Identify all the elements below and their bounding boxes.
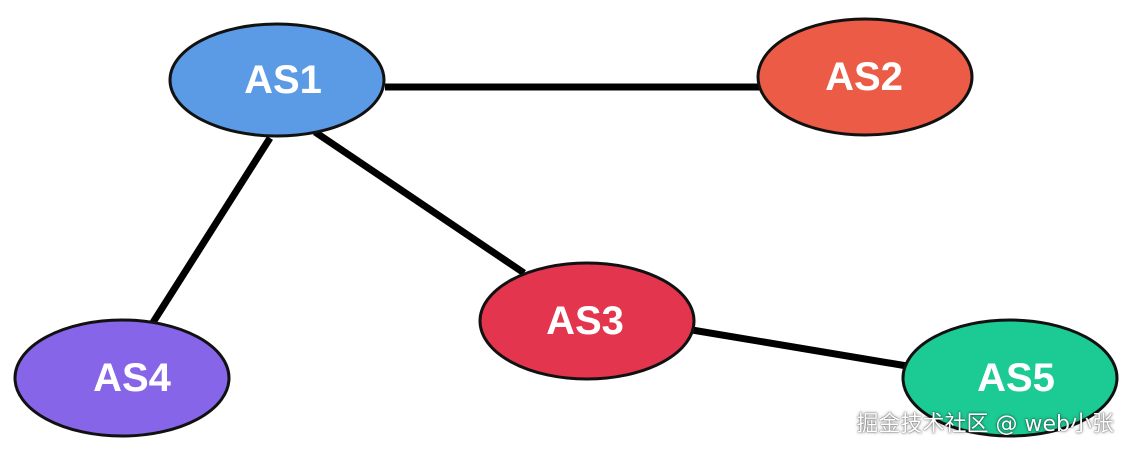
edge-as3-as5 (691, 326, 908, 370)
node-as3-shape (478, 261, 696, 381)
node-as3: AS3 (478, 261, 696, 381)
node-as1: AS1 (168, 22, 386, 138)
node-as3-label: AS3 (546, 299, 624, 343)
node-as4-shape (13, 318, 231, 438)
watermark-text: 掘金技术社区 @ web小张 (856, 412, 1114, 437)
edge-as1-as4 (149, 136, 273, 326)
edge-as1-as3 (313, 129, 526, 276)
node-as2: AS2 (756, 17, 974, 137)
node-as2-label: AS2 (825, 55, 903, 99)
node-as1-shape (168, 22, 386, 138)
node-as5: AS5 (901, 318, 1119, 438)
node-as1-label: AS1 (244, 58, 322, 102)
node-as2-shape (756, 17, 974, 137)
node-as5-label: AS5 (977, 356, 1055, 400)
node-as5-shape (901, 318, 1119, 438)
node-as4-label: AS4 (93, 356, 172, 400)
node-as4: AS4 (13, 318, 231, 438)
